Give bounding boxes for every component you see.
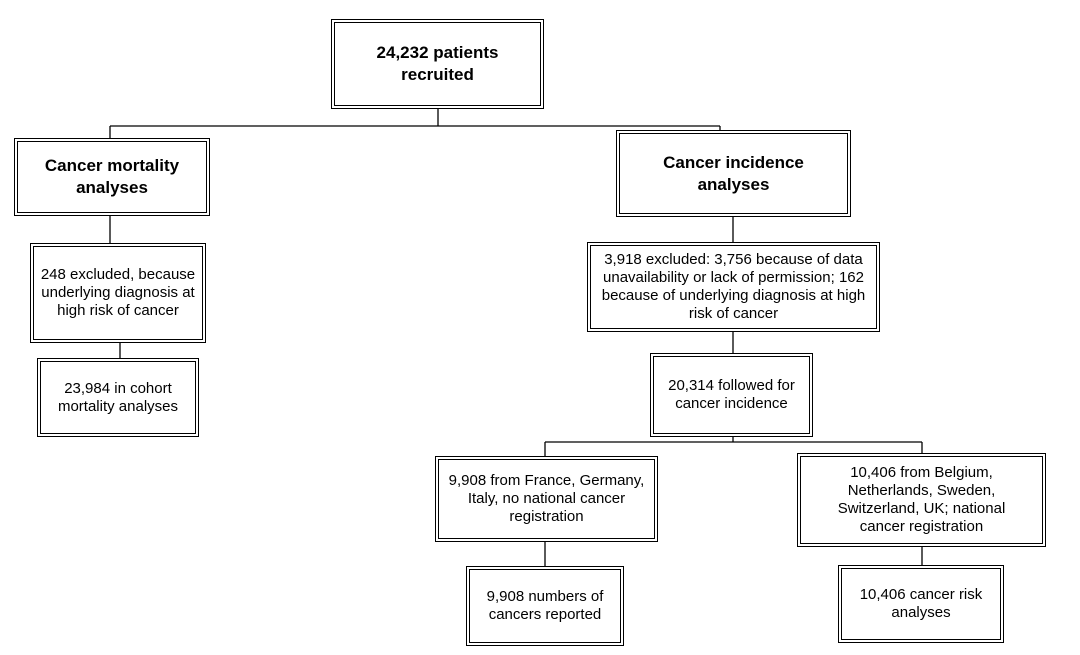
- box-no-national-registration-text: 9,908 from France, Germany, Italy, no na…: [448, 472, 645, 525]
- box-cancer-risk-analyses-text: 10,406 cancer risk analyses: [859, 586, 983, 621]
- box-cancers-reported: 9,908 numbers of cancers reported: [466, 566, 624, 646]
- box-national-registration-text: 10,406 from Belgium, Netherlands, Sweden…: [837, 464, 1006, 535]
- box-cancer-incidence-text: Cancer incidence analyses: [663, 152, 804, 194]
- box-mortality-excluded-text: 248 excluded, because underlying diagnos…: [40, 266, 196, 319]
- box-incidence-excluded: 3,918 excluded: 3,756 because of data un…: [587, 242, 880, 332]
- box-incidence-followed-text: 20,314 followed for cancer incidence: [668, 377, 795, 412]
- box-cancers-reported-text: 9,908 numbers of cancers reported: [486, 588, 604, 623]
- box-cancer-mortality: Cancer mortality analyses: [14, 138, 210, 216]
- box-mortality-cohort-text: 23,984 in cohort mortality analyses: [57, 379, 179, 415]
- box-no-national-registration: 9,908 from France, Germany, Italy, no na…: [435, 456, 658, 542]
- box-patients-recruited: 24,232 patients recruited: [331, 19, 544, 109]
- box-incidence-excluded-text: 3,918 excluded: 3,756 because of data un…: [601, 251, 866, 322]
- box-incidence-followed: 20,314 followed for cancer incidence: [650, 353, 813, 437]
- box-mortality-excluded: 248 excluded, because underlying diagnos…: [30, 243, 206, 343]
- box-cancer-risk-analyses: 10,406 cancer risk analyses: [838, 565, 1004, 643]
- box-patients-recruited-text: 24,232 patients recruited: [376, 43, 499, 84]
- box-cancer-mortality-text: Cancer mortality analyses: [44, 156, 180, 197]
- box-cancer-incidence: Cancer incidence analyses: [616, 130, 851, 217]
- box-national-registration: 10,406 from Belgium, Netherlands, Sweden…: [797, 453, 1046, 547]
- box-mortality-cohort: 23,984 in cohort mortality analyses: [37, 358, 199, 437]
